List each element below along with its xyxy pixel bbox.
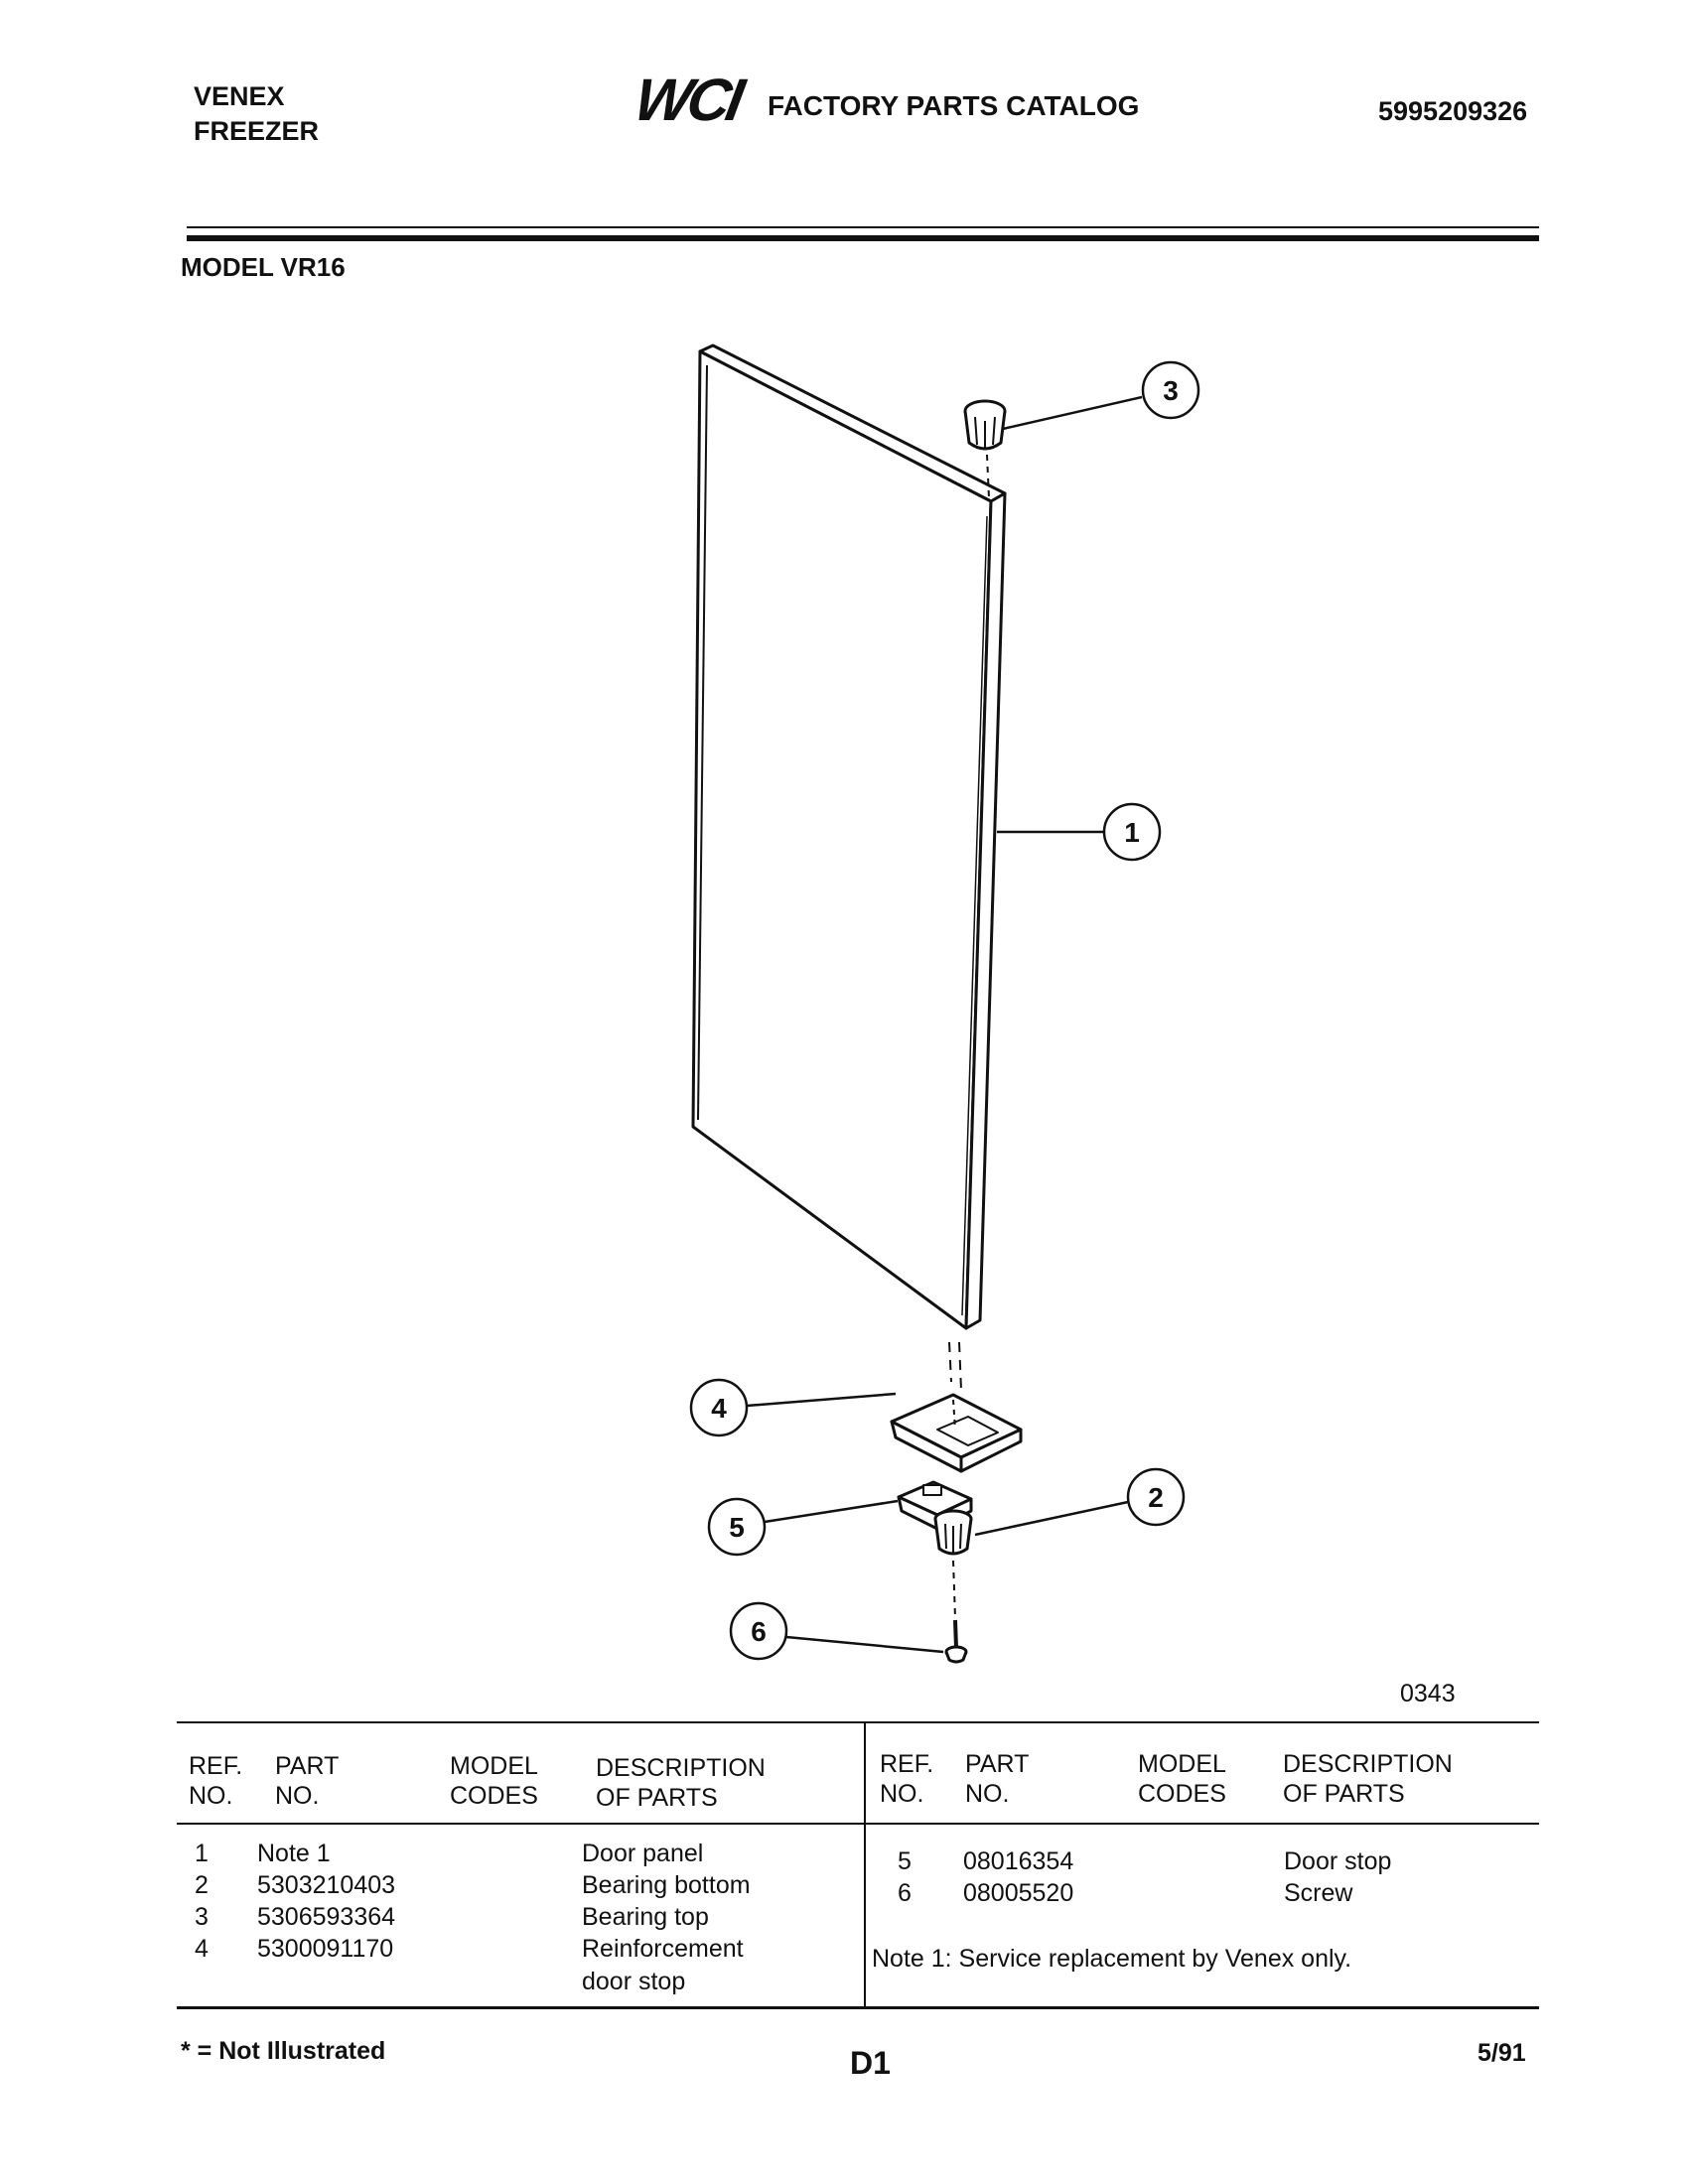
left-row-3-part: 5306593364	[257, 1903, 396, 1931]
left-row-4-ref: 4	[195, 1935, 209, 1963]
right-row-5-part: 08016354	[963, 1847, 1074, 1875]
callout-4: 4	[711, 1393, 727, 1424]
left-row-1-part: Note 1	[257, 1840, 331, 1867]
model-label: MODEL VR16	[181, 252, 346, 282]
callout-6: 6	[751, 1616, 767, 1647]
hdr-model-right-1: MODEL	[1138, 1750, 1226, 1778]
callout-2: 2	[1148, 1482, 1164, 1513]
hdr-ref-right-2: NO.	[880, 1780, 924, 1808]
left-row-4-part: 5300091170	[257, 1935, 394, 1963]
left-row-2-part: 5303210403	[257, 1871, 396, 1899]
hdr-desc-left-1: DESCRIPTION	[596, 1754, 766, 1782]
right-row-5-desc: Door stop	[1284, 1847, 1392, 1875]
hdr-part-left-2: NO.	[275, 1782, 320, 1810]
hdr-model-left-1: MODEL	[450, 1752, 538, 1780]
hdr-ref-left-1: REF.	[189, 1752, 243, 1780]
hdr-model-left-2: CODES	[450, 1782, 538, 1810]
callout-1: 1	[1124, 817, 1140, 848]
hdr-ref-right-1: REF.	[880, 1750, 934, 1778]
callout-3: 3	[1163, 375, 1179, 406]
figure-code: 0343	[1400, 1680, 1456, 1707]
bearing-top-drawing	[963, 399, 1007, 499]
revision-date: 5/91	[1477, 2039, 1526, 2067]
table-bottom-rule	[177, 2006, 1539, 2009]
reinforcement-drawing	[890, 1393, 1023, 1473]
screw-drawing	[944, 1619, 968, 1664]
right-row-6-ref: 6	[898, 1879, 912, 1907]
catalog-number: 5995209326	[1378, 96, 1528, 126]
hdr-desc-right-2: OF PARTS	[1283, 1780, 1405, 1808]
brand-line-1: VENEX	[194, 81, 285, 111]
header-rule-thin	[187, 226, 1539, 228]
hdr-model-right-2: CODES	[1138, 1780, 1226, 1808]
left-row-1-ref: 1	[195, 1840, 209, 1867]
right-row-6-part: 08005520	[963, 1879, 1074, 1907]
right-row-5-ref: 5	[898, 1847, 912, 1875]
header-rule-thick	[187, 235, 1539, 241]
catalog-title: FACTORY PARTS CATALOG	[768, 90, 1140, 121]
left-row-2-ref: 2	[195, 1871, 209, 1899]
bearing-bottom-drawing	[933, 1509, 973, 1619]
table-header-rule	[177, 1823, 1539, 1825]
hdr-part-right-2: NO.	[965, 1780, 1010, 1808]
left-row-3-desc: Bearing top	[582, 1903, 709, 1931]
left-row-4-desc-cont: door stop	[582, 1968, 686, 1995]
left-row-1-desc: Door panel	[582, 1840, 704, 1867]
left-row-2-desc: Bearing bottom	[582, 1871, 751, 1899]
service-note: Note 1: Service replacement by Venex onl…	[872, 1945, 1352, 1973]
callout-5: 5	[729, 1512, 745, 1543]
hdr-desc-left-2: OF PARTS	[596, 1784, 718, 1812]
hdr-part-left-1: PART	[275, 1752, 340, 1780]
right-row-6-desc: Screw	[1284, 1879, 1353, 1907]
table-top-rule	[177, 1721, 1539, 1723]
not-illustrated-legend: * = Not Illustrated	[181, 2037, 386, 2065]
left-row-3-ref: 3	[195, 1903, 209, 1931]
brand-line-2: FREEZER	[194, 116, 320, 146]
hdr-desc-right-1: DESCRIPTION	[1283, 1750, 1453, 1778]
door-panel-drawing	[691, 343, 1007, 1330]
hdr-part-right-1: PART	[965, 1750, 1030, 1778]
left-row-4-desc: Reinforcement	[582, 1935, 744, 1963]
hdr-ref-left-2: NO.	[189, 1782, 233, 1810]
page-number: D1	[850, 2045, 891, 2081]
table-center-divider	[864, 1721, 866, 2007]
